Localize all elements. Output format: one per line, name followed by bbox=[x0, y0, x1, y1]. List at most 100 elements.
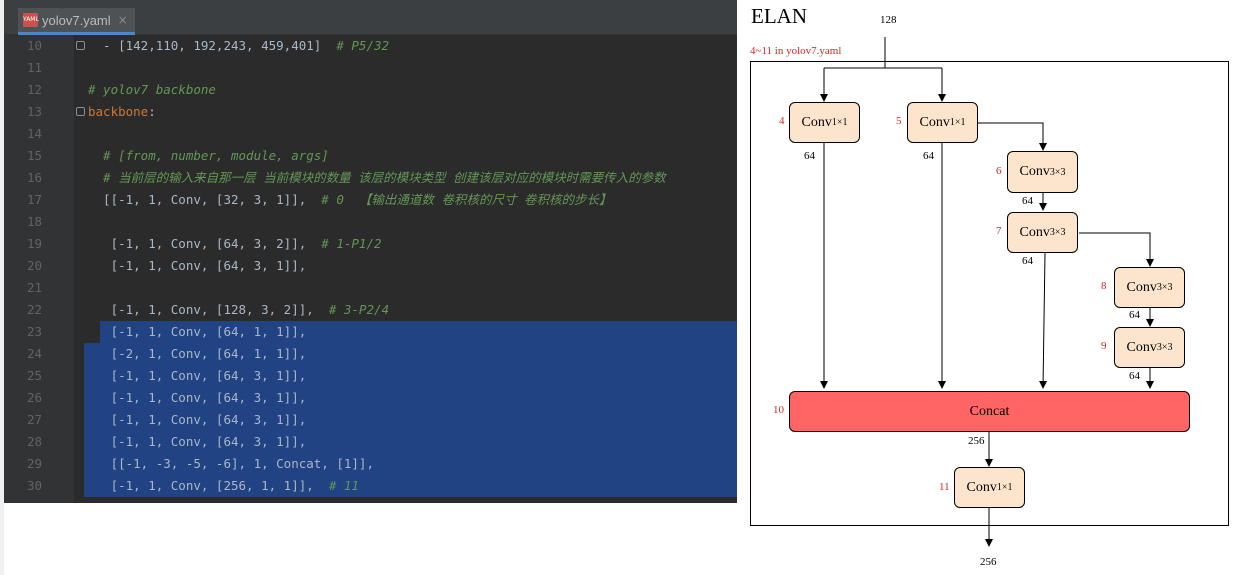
line-number: 26 bbox=[26, 390, 42, 405]
code-line[interactable]: 21 bbox=[4, 277, 737, 299]
diagram-subtitle: 4~11 in yolov7.yaml bbox=[750, 45, 842, 57]
line-number: 17 bbox=[26, 192, 42, 207]
line-text: # 当前层的输入来自那一层 当前模块的数量 该层的模块类型 创建该层对应的模块时… bbox=[88, 167, 666, 189]
line-number: 20 bbox=[26, 258, 42, 273]
code-token: [-1, 1, Conv, [64, 1, 1]], bbox=[88, 324, 307, 339]
code-line[interactable]: 28 [-1, 1, Conv, [64, 3, 1]], bbox=[4, 431, 737, 453]
code-token: [-1, 1, Conv, [64, 3, 1]], bbox=[88, 390, 307, 405]
edge-7-8 bbox=[1079, 232, 1154, 267]
line-text: [-1, 1, Conv, [256, 1, 1]], # 11 bbox=[88, 475, 359, 497]
line-number: 12 bbox=[26, 82, 42, 97]
node-index: 6 bbox=[996, 165, 1002, 177]
code-line[interactable]: 30 [-1, 1, Conv, [256, 1, 1]], # 11 bbox=[4, 475, 737, 497]
tab-filename: yolov7.yaml bbox=[42, 12, 111, 28]
code-line[interactable]: 10 - [142,110, 192,243, 459,401] # P5/32 bbox=[4, 35, 737, 57]
selection-highlight bbox=[84, 431, 737, 453]
node-index: 8 bbox=[1101, 280, 1107, 292]
line-number: 14 bbox=[26, 126, 42, 141]
code-comment: # 3-P2/4 bbox=[328, 302, 390, 317]
code-line[interactable]: 20 [-1, 1, Conv, [64, 3, 1]], bbox=[4, 255, 737, 277]
edge-7-10 bbox=[1039, 252, 1048, 389]
line-text: [-1, 1, Conv, [64, 3, 1]], bbox=[88, 255, 307, 277]
code-token: [-1, 1, Conv, [64, 3, 1]], bbox=[88, 368, 307, 383]
line-number: 15 bbox=[26, 148, 42, 163]
code-editor[interactable]: YAML yolov7.yaml × 10 - [142,110, 192,24… bbox=[4, 0, 737, 503]
code-token: : bbox=[148, 104, 156, 119]
selection-highlight bbox=[84, 365, 737, 387]
channel-label: 64 bbox=[1022, 255, 1033, 267]
line-number: 30 bbox=[26, 478, 42, 493]
line-number: 10 bbox=[26, 38, 42, 53]
node-index: 10 bbox=[773, 404, 784, 416]
node-index: 7 bbox=[996, 225, 1002, 237]
code-line[interactable]: 15 # [from, number, module, args] bbox=[4, 145, 737, 167]
elan-diagram: ELAN 4~11 in yolov7.yaml bbox=[740, 0, 1251, 575]
channel-label: 64 bbox=[1022, 195, 1033, 207]
node-kernel: 3×3 bbox=[1049, 166, 1066, 178]
code-line[interactable]: 13 backbone: bbox=[4, 101, 737, 123]
channel-label: 64 bbox=[1129, 370, 1140, 382]
line-number: 25 bbox=[26, 368, 42, 383]
selection-highlight bbox=[100, 321, 737, 343]
code-line[interactable]: 22 [-1, 1, Conv, [128, 3, 2]], # 3-P2/4 bbox=[4, 299, 737, 321]
fold-toggle-icon[interactable] bbox=[76, 107, 85, 116]
code-token: [-1, 1, Conv, [256, 1, 1]], bbox=[88, 478, 329, 493]
code-line[interactable]: 27 [-1, 1, Conv, [64, 3, 1]], bbox=[4, 409, 737, 431]
close-icon[interactable]: × bbox=[117, 13, 128, 27]
diagram-arrows bbox=[820, 37, 1154, 547]
code-line[interactable]: 29 [[-1, -3, -5, -6], 1, Concat, [1]], bbox=[4, 453, 737, 475]
line-number: 16 bbox=[26, 170, 42, 185]
fold-toggle-icon[interactable] bbox=[76, 41, 85, 50]
code-line[interactable]: 23 [-1, 1, Conv, [64, 1, 1]], bbox=[4, 321, 737, 343]
code-token: [-1, 1, Conv, [64, 3, 1]], bbox=[88, 434, 307, 449]
code-token: [-1, 1, Conv, [64, 3, 1]], bbox=[88, 258, 307, 273]
code-line[interactable]: 12 # yolov7 backbone bbox=[4, 79, 737, 101]
line-text: backbone: bbox=[88, 101, 156, 123]
node-index: 5 bbox=[896, 115, 902, 127]
tab-yolov7-yaml[interactable]: YAML yolov7.yaml × bbox=[18, 8, 135, 35]
code-line[interactable]: 26 [-1, 1, Conv, [64, 3, 1]], bbox=[4, 387, 737, 409]
line-text: [-1, 1, Conv, [64, 3, 1]], bbox=[88, 387, 307, 409]
line-number: 23 bbox=[26, 324, 42, 339]
code-comment: # 1-P1/2 bbox=[321, 236, 382, 251]
code-line[interactable]: 17 [[-1, 1, Conv, [32, 3, 1]], # 0 【输出通道… bbox=[4, 189, 737, 211]
window-edge bbox=[0, 0, 4, 575]
channel-label: 64 bbox=[1129, 309, 1140, 321]
code-line[interactable]: 11 bbox=[4, 57, 737, 79]
line-number: 22 bbox=[26, 302, 42, 317]
line-number: 28 bbox=[26, 434, 42, 449]
selection-highlight bbox=[84, 453, 737, 475]
line-number: 18 bbox=[26, 214, 42, 229]
line-text: - [142,110, 192,243, 459,401] # P5/32 bbox=[88, 35, 389, 57]
line-text: [[-1, -3, -5, -6], 1, Concat, [1]], bbox=[88, 453, 374, 475]
line-text: [-1, 1, Conv, [64, 3, 1]], bbox=[88, 431, 307, 453]
yaml-file-icon: YAML bbox=[23, 13, 39, 27]
line-text: [-1, 1, Conv, [64, 3, 1]], bbox=[88, 365, 307, 387]
code-comment: # yolov7 backbone bbox=[88, 82, 216, 97]
node-op: Conv bbox=[801, 114, 832, 130]
code-comment: # 11 bbox=[328, 478, 359, 493]
line-number: 29 bbox=[26, 456, 42, 471]
code-line[interactable]: 19 [-1, 1, Conv, [64, 3, 2]], # 1-P1/2 bbox=[4, 233, 737, 255]
code-line[interactable]: 16 # 当前层的输入来自那一层 当前模块的数量 该层的模块类型 创建该层对应的… bbox=[4, 167, 737, 189]
line-text: # yolov7 backbone bbox=[88, 79, 216, 101]
code-token: [-1, 1, Conv, [128, 3, 2]], bbox=[88, 302, 329, 317]
code-area[interactable]: 10 - [142,110, 192,243, 459,401] # P5/32… bbox=[4, 35, 737, 503]
channel-label: 64 bbox=[804, 150, 815, 162]
code-line[interactable]: 24 [-2, 1, Conv, [64, 1, 1]], bbox=[4, 343, 737, 365]
line-text: [-1, 1, Conv, [64, 3, 1]], bbox=[88, 409, 307, 431]
code-line[interactable]: 14 bbox=[4, 123, 737, 145]
code-line[interactable]: 25 [-1, 1, Conv, [64, 3, 1]], bbox=[4, 365, 737, 387]
line-number-gutter bbox=[4, 35, 74, 503]
channel-label: 256 bbox=[968, 435, 985, 447]
line-number: 11 bbox=[26, 60, 42, 75]
node-kernel: 3×3 bbox=[1049, 227, 1066, 238]
line-text: # [from, number, module, args] bbox=[88, 145, 329, 167]
line-number: 13 bbox=[26, 104, 42, 119]
code-line[interactable]: 18 bbox=[4, 211, 737, 233]
